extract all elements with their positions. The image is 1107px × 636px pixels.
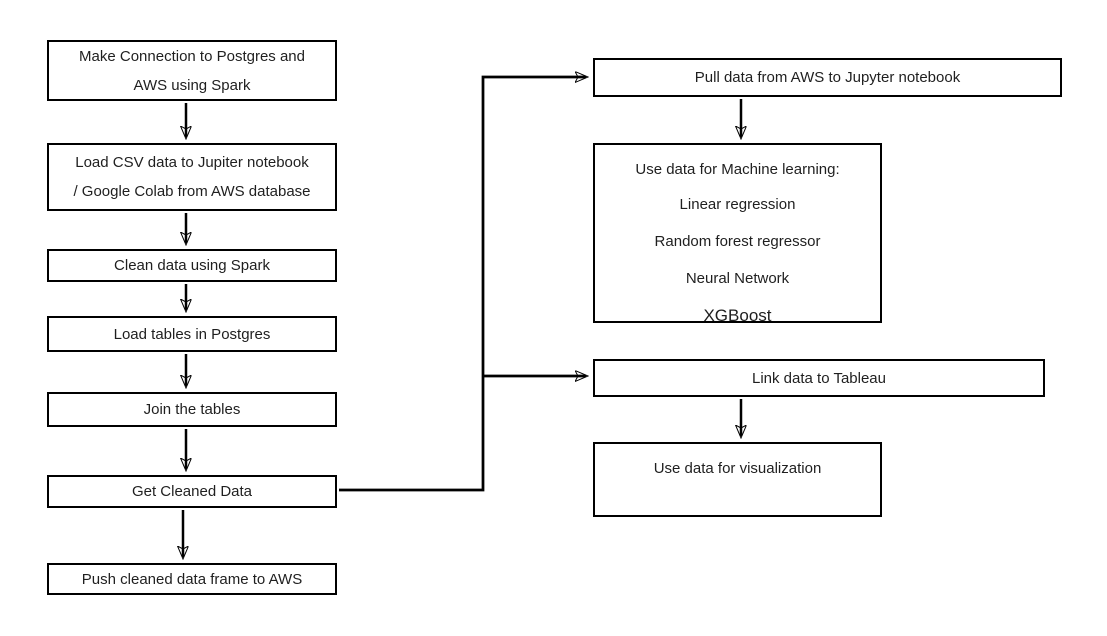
ml-box-title: Use data for Machine learning: [635, 161, 840, 178]
ml-box-item: Neural Network [685, 270, 790, 287]
flow-box-pull-data: Pull data from AWS to Jupyter notebook [593, 58, 1062, 97]
flow-box-label: Push cleaned data frame to AWS [81, 570, 303, 588]
ml-box-item: Linear regression [679, 196, 796, 213]
flow-box-load-tables: Load tables in Postgres [47, 316, 337, 352]
flow-box-clean-data: Clean data using Spark [47, 249, 337, 282]
flow-box-push-to-aws: Push cleaned data frame to AWS [47, 563, 337, 595]
flow-box-machine-learning: Use data for Machine learning: Linear re… [593, 143, 882, 325]
ml-box-item: Random forest regressor [654, 233, 821, 250]
flow-box-label: Load tables in Postgres [113, 325, 271, 343]
flow-box-make-connection: Make Connection to Postgres and AWS usin… [47, 40, 337, 101]
flow-box-label: Join the tables [143, 401, 241, 418]
flow-box-label: Get Cleaned Data [131, 483, 253, 500]
flow-box-link-tableau: Link data to Tableau [593, 359, 1045, 397]
flow-box-label: / Google Colab from AWS database [73, 183, 311, 200]
flow-box-label: Link data to Tableau [752, 369, 886, 387]
flow-box-load-csv: Load CSV data to Jupiter notebook / Goog… [47, 143, 337, 211]
flow-box-visualization: Use data for visualization [593, 442, 882, 517]
flow-box-get-cleaned-data: Get Cleaned Data [47, 475, 337, 508]
connector-getcleaned-to-pull [339, 77, 586, 492]
flow-box-label: Load CSV data to Jupiter notebook [75, 154, 309, 171]
ml-box-item: XGBoost [703, 306, 772, 325]
flow-box-join-tables: Join the tables [47, 392, 337, 427]
flow-box-label: AWS using Spark [133, 76, 251, 94]
flow-box-label: Use data for visualization [653, 460, 822, 477]
flow-box-label: Make Connection to Postgres and [79, 47, 305, 65]
flow-box-label: Clean data using Spark [114, 257, 270, 274]
flow-box-label: Pull data from AWS to Jupyter notebook [694, 69, 961, 86]
